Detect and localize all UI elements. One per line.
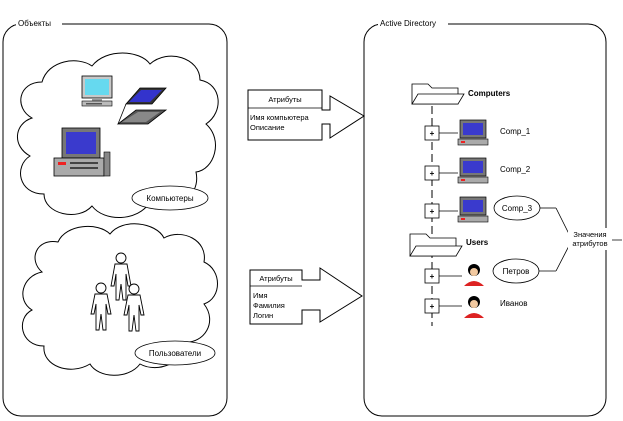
active-directory-title: Active Directory bbox=[380, 19, 436, 28]
computers-label-oval bbox=[131, 185, 209, 211]
computers-cloud bbox=[17, 52, 219, 219]
user-attribute-firstname: Имя bbox=[253, 291, 268, 300]
user-attribute-login: Логин bbox=[253, 311, 273, 320]
tree-node-comp-2: + bbox=[424, 165, 458, 181]
computers-folder-label: Computers bbox=[468, 89, 511, 98]
computer-attributes-arrow: Атрибуты Имя компьютера Описание bbox=[247, 89, 365, 141]
comp-3-computer-icon bbox=[457, 196, 489, 223]
objects-panel-frame bbox=[2, 23, 228, 417]
comp-1-computer-icon bbox=[457, 119, 489, 146]
expand-button[interactable] bbox=[424, 165, 440, 181]
user-attributes-arrow: Атрибуты Имя Фамилия Логин bbox=[249, 267, 363, 325]
user-attribute-lastname: Фамилия bbox=[253, 301, 285, 310]
users-label-oval bbox=[134, 340, 216, 366]
petrov-label: Петров bbox=[503, 267, 530, 276]
svg-text:+: + bbox=[430, 302, 435, 311]
desktop-monitor-icon bbox=[81, 75, 113, 107]
attribute-values-annotation-line2: атрибутов bbox=[572, 239, 607, 248]
active-directory-panel-frame bbox=[363, 23, 607, 417]
tree-node-user-ivanov: + bbox=[424, 298, 462, 314]
attribute-values-annotation-line1: Значения bbox=[573, 230, 606, 239]
active-directory-panel: Active Directory bbox=[363, 18, 607, 417]
ivanov-user-icon bbox=[464, 296, 484, 318]
user-attributes-header: Атрибуты bbox=[259, 274, 292, 283]
expand-button[interactable] bbox=[424, 203, 440, 219]
laptop-icon bbox=[116, 87, 168, 125]
comp-2-computer-icon bbox=[457, 157, 489, 184]
users-figures-icon bbox=[90, 252, 145, 332]
objects-panel: Объекты bbox=[2, 18, 228, 417]
computer-attribute-description: Описание bbox=[250, 123, 285, 132]
tree-node-comp-3: + bbox=[424, 203, 458, 219]
ivanov-label: Иванов bbox=[500, 299, 527, 308]
comp-2-label: Comp_2 bbox=[500, 165, 531, 174]
computer-attributes-header: Атрибуты bbox=[268, 95, 301, 104]
users-folder-label: Users bbox=[466, 238, 489, 247]
comp-3-label: Comp_3 bbox=[502, 204, 533, 213]
svg-text:+: + bbox=[430, 207, 435, 216]
svg-text:+: + bbox=[430, 169, 435, 178]
tree-node-user-petrov: + bbox=[424, 268, 462, 284]
computers-label: Компьютеры bbox=[146, 194, 193, 203]
computer-attribute-name: Имя компьютера bbox=[250, 113, 310, 122]
computers-folder-icon bbox=[411, 83, 465, 105]
petrov-user-icon bbox=[464, 264, 484, 286]
tree-node-comp-1: + bbox=[424, 125, 458, 141]
users-folder-icon bbox=[409, 233, 463, 257]
tower-pc-icon bbox=[53, 127, 111, 177]
expand-button[interactable] bbox=[424, 125, 440, 141]
svg-text:+: + bbox=[430, 272, 435, 281]
objects-panel-title: Объекты bbox=[18, 19, 51, 28]
svg-text:+: + bbox=[430, 129, 435, 138]
users-label: Пользователи bbox=[149, 349, 201, 358]
comp-1-label: Comp_1 bbox=[500, 127, 531, 136]
expand-button[interactable] bbox=[424, 268, 440, 284]
expand-button[interactable] bbox=[424, 298, 440, 314]
users-cloud bbox=[22, 223, 218, 376]
